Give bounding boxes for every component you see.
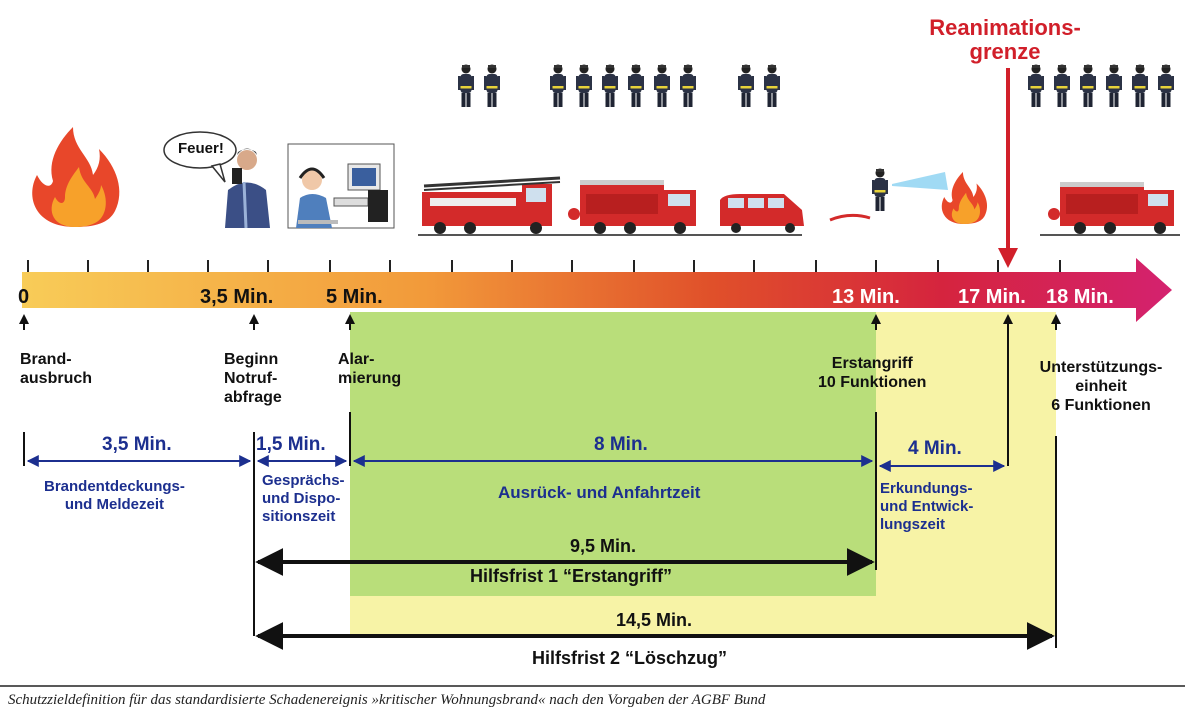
firefighter-group-2-icon [458,64,500,107]
label-gespraechszeit: Gesprächs- und Dispo- sitionszeit [262,472,345,525]
hilfsfrist1-label: Hilfsfrist 1 “Erstangriff” [470,566,673,586]
event-erstangriff: Erstangriff 10 Funktionen [818,355,927,391]
hilfsfrist2-label: Hilfsfrist 2 “Löschzug” [532,648,728,668]
duration-3-5: 3,5 Min. [102,434,172,455]
hilfsfrist1-value: 9,5 Min. [570,536,637,556]
figure-caption: Schutzzieldefinition für das standardisi… [8,692,766,708]
small-fire-icon [941,172,988,224]
duration-8: 8 Min. [594,434,648,455]
reanimation-line-1: Reanimations- [929,15,1081,40]
tick-label-3-5: 3,5 Min. [200,286,274,308]
event-brandausbruch: Brand- ausbruch [20,351,93,387]
fire-engine-icon [568,180,696,234]
label-erkundungszeit: Erkundungs- und Entwick- lungszeit [880,480,974,533]
reanimation-line-2: grenze [969,39,1041,64]
tick-label-0: 0 [18,286,30,308]
tick-label-13: 13 Min. [832,286,900,308]
ladder-truck-icon [422,176,561,234]
duration-4: 4 Min. [908,438,962,459]
event-unterstuetzung: Unterstützungs- einheit 6 Funktionen [1039,359,1163,414]
timeline-bar [22,258,1172,322]
command-van-icon [720,194,804,233]
tick-label-5: 5 Min. [326,286,383,308]
reanimation-label: Reanimations- grenze [895,16,1115,64]
firefighter-group-6-icon [550,64,696,107]
event-alarmierung: Alar- mierung [338,351,402,387]
firefighter-group-2b-icon [738,64,780,107]
speech-bubble-text: Feuer! [178,140,224,157]
firefighter-hose-icon [829,168,948,222]
support-firefighters-icon [1028,64,1174,107]
duration-1-5: 1,5 Min. [256,434,326,455]
label-brandentdeckung: Brandentdeckungs- und Meldezeit [44,478,185,513]
event-notrufabfrage: Beginn Notruf- abfrage [224,351,282,406]
tick-label-17: 17 Min. [958,286,1026,308]
dispatcher-icon [287,143,395,229]
label-ausrueckzeit: Ausrück- und Anfahrtzeit [498,483,701,502]
fire-icon [32,127,120,227]
support-fire-engine-icon [1048,182,1174,234]
caller-icon [225,148,270,229]
hilfsfrist2-value: 14,5 Min. [616,610,693,630]
tick-label-18: 18 Min. [1046,286,1114,308]
